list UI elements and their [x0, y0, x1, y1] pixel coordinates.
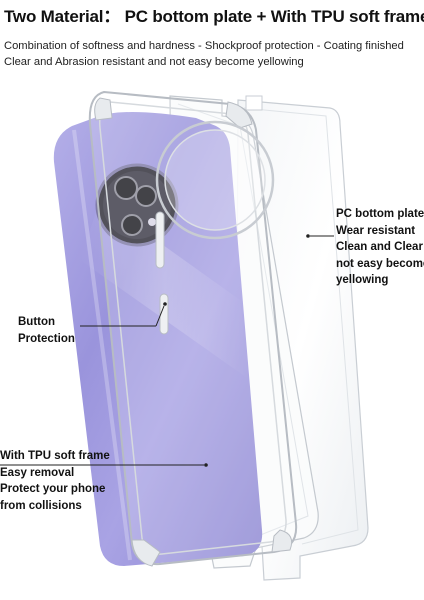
callout-lines — [0, 234, 334, 467]
headline: Two Material： PC bottom plate + With TPU… — [4, 7, 424, 26]
subheadline-line-1: Combination of softness and hardness - S… — [4, 40, 404, 52]
callout-tpu-line: Easy removal — [0, 466, 75, 479]
callout-button-protection: Button Protection — [18, 314, 75, 347]
callout-pc-line: Clean and Clear — [336, 241, 423, 253]
callout-pc-line: Wear resistant — [336, 224, 416, 237]
callout-tpu-line: Protect your phone — [0, 483, 106, 495]
callout-pc-line: PC bottom plate — [336, 208, 424, 220]
callout-pc-line: yellowing — [336, 274, 389, 286]
clear-case — [88, 90, 298, 567]
callout-pc-line: not easy become — [336, 257, 424, 270]
callout-tpu-frame: With TPU soft frame Easy removal Protect… — [0, 448, 110, 514]
callout-button-line: Protection — [18, 332, 75, 345]
callout-tpu-line: from collisions — [0, 499, 82, 512]
callout-tpu-line: With TPU soft frame — [0, 450, 110, 462]
callout-pc-bottom-plate: PC bottom plate Wear resistant Clean and… — [336, 206, 424, 289]
callout-button-line: Button — [18, 316, 56, 328]
subheadline-line-2: Clear and Abrasion resistant and not eas… — [4, 56, 304, 68]
